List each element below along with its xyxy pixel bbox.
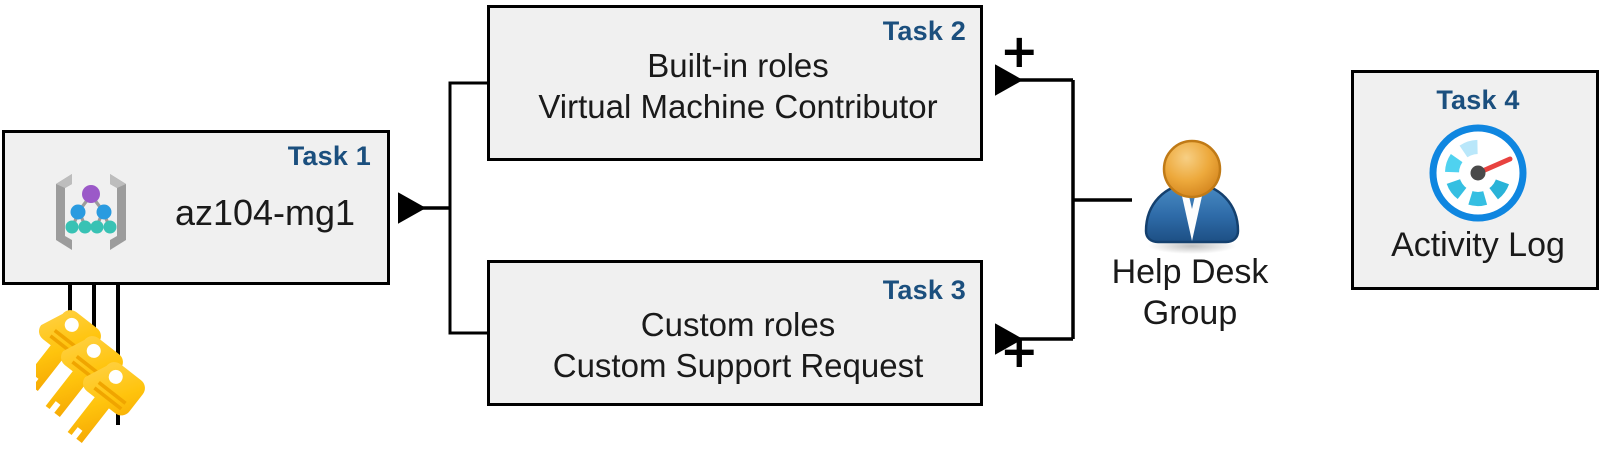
keys-icon (36, 310, 145, 444)
task-2-box[interactable]: Task 2 Built-in roles Virtual Machine Co… (487, 5, 983, 161)
left-bracket-connector (398, 81, 487, 335)
help-desk-group-line-2: Group (1142, 293, 1238, 332)
task-1-label: az104-mg1 (174, 192, 356, 233)
help-desk-group-caption: Help Desk Group (1078, 252, 1302, 334)
task-3-box[interactable]: Task 3 Custom roles Custom Support Reque… (487, 260, 983, 406)
activity-log-gauge-icon (1429, 124, 1527, 222)
task-1-box[interactable]: Task 1 az104-mg1 (2, 130, 390, 285)
task-2-line-1: Built-in roles (647, 47, 829, 84)
task-1-badge: Task 1 (287, 141, 371, 171)
task-4-box[interactable]: Task 4 Activity Log (1351, 70, 1599, 290)
task-3-badge: Task 3 (882, 275, 966, 305)
task-4-label: Activity Log (1391, 226, 1565, 264)
task-2-line-2: Virtual Machine Contributor (538, 88, 938, 125)
plus-icon-bottom: + (1000, 324, 1039, 378)
management-group-icon (56, 174, 126, 250)
task-2-badge: Task 2 (882, 16, 966, 46)
task-4-badge: Task 4 (1436, 85, 1520, 115)
user-group-icon (1144, 139, 1240, 254)
task-3-line-2: Custom Support Request (552, 347, 924, 384)
task-3-line-1: Custom roles (640, 306, 836, 343)
help-desk-group-line-1: Help Desk (1111, 253, 1269, 291)
plus-icon-top: + (1000, 24, 1039, 78)
